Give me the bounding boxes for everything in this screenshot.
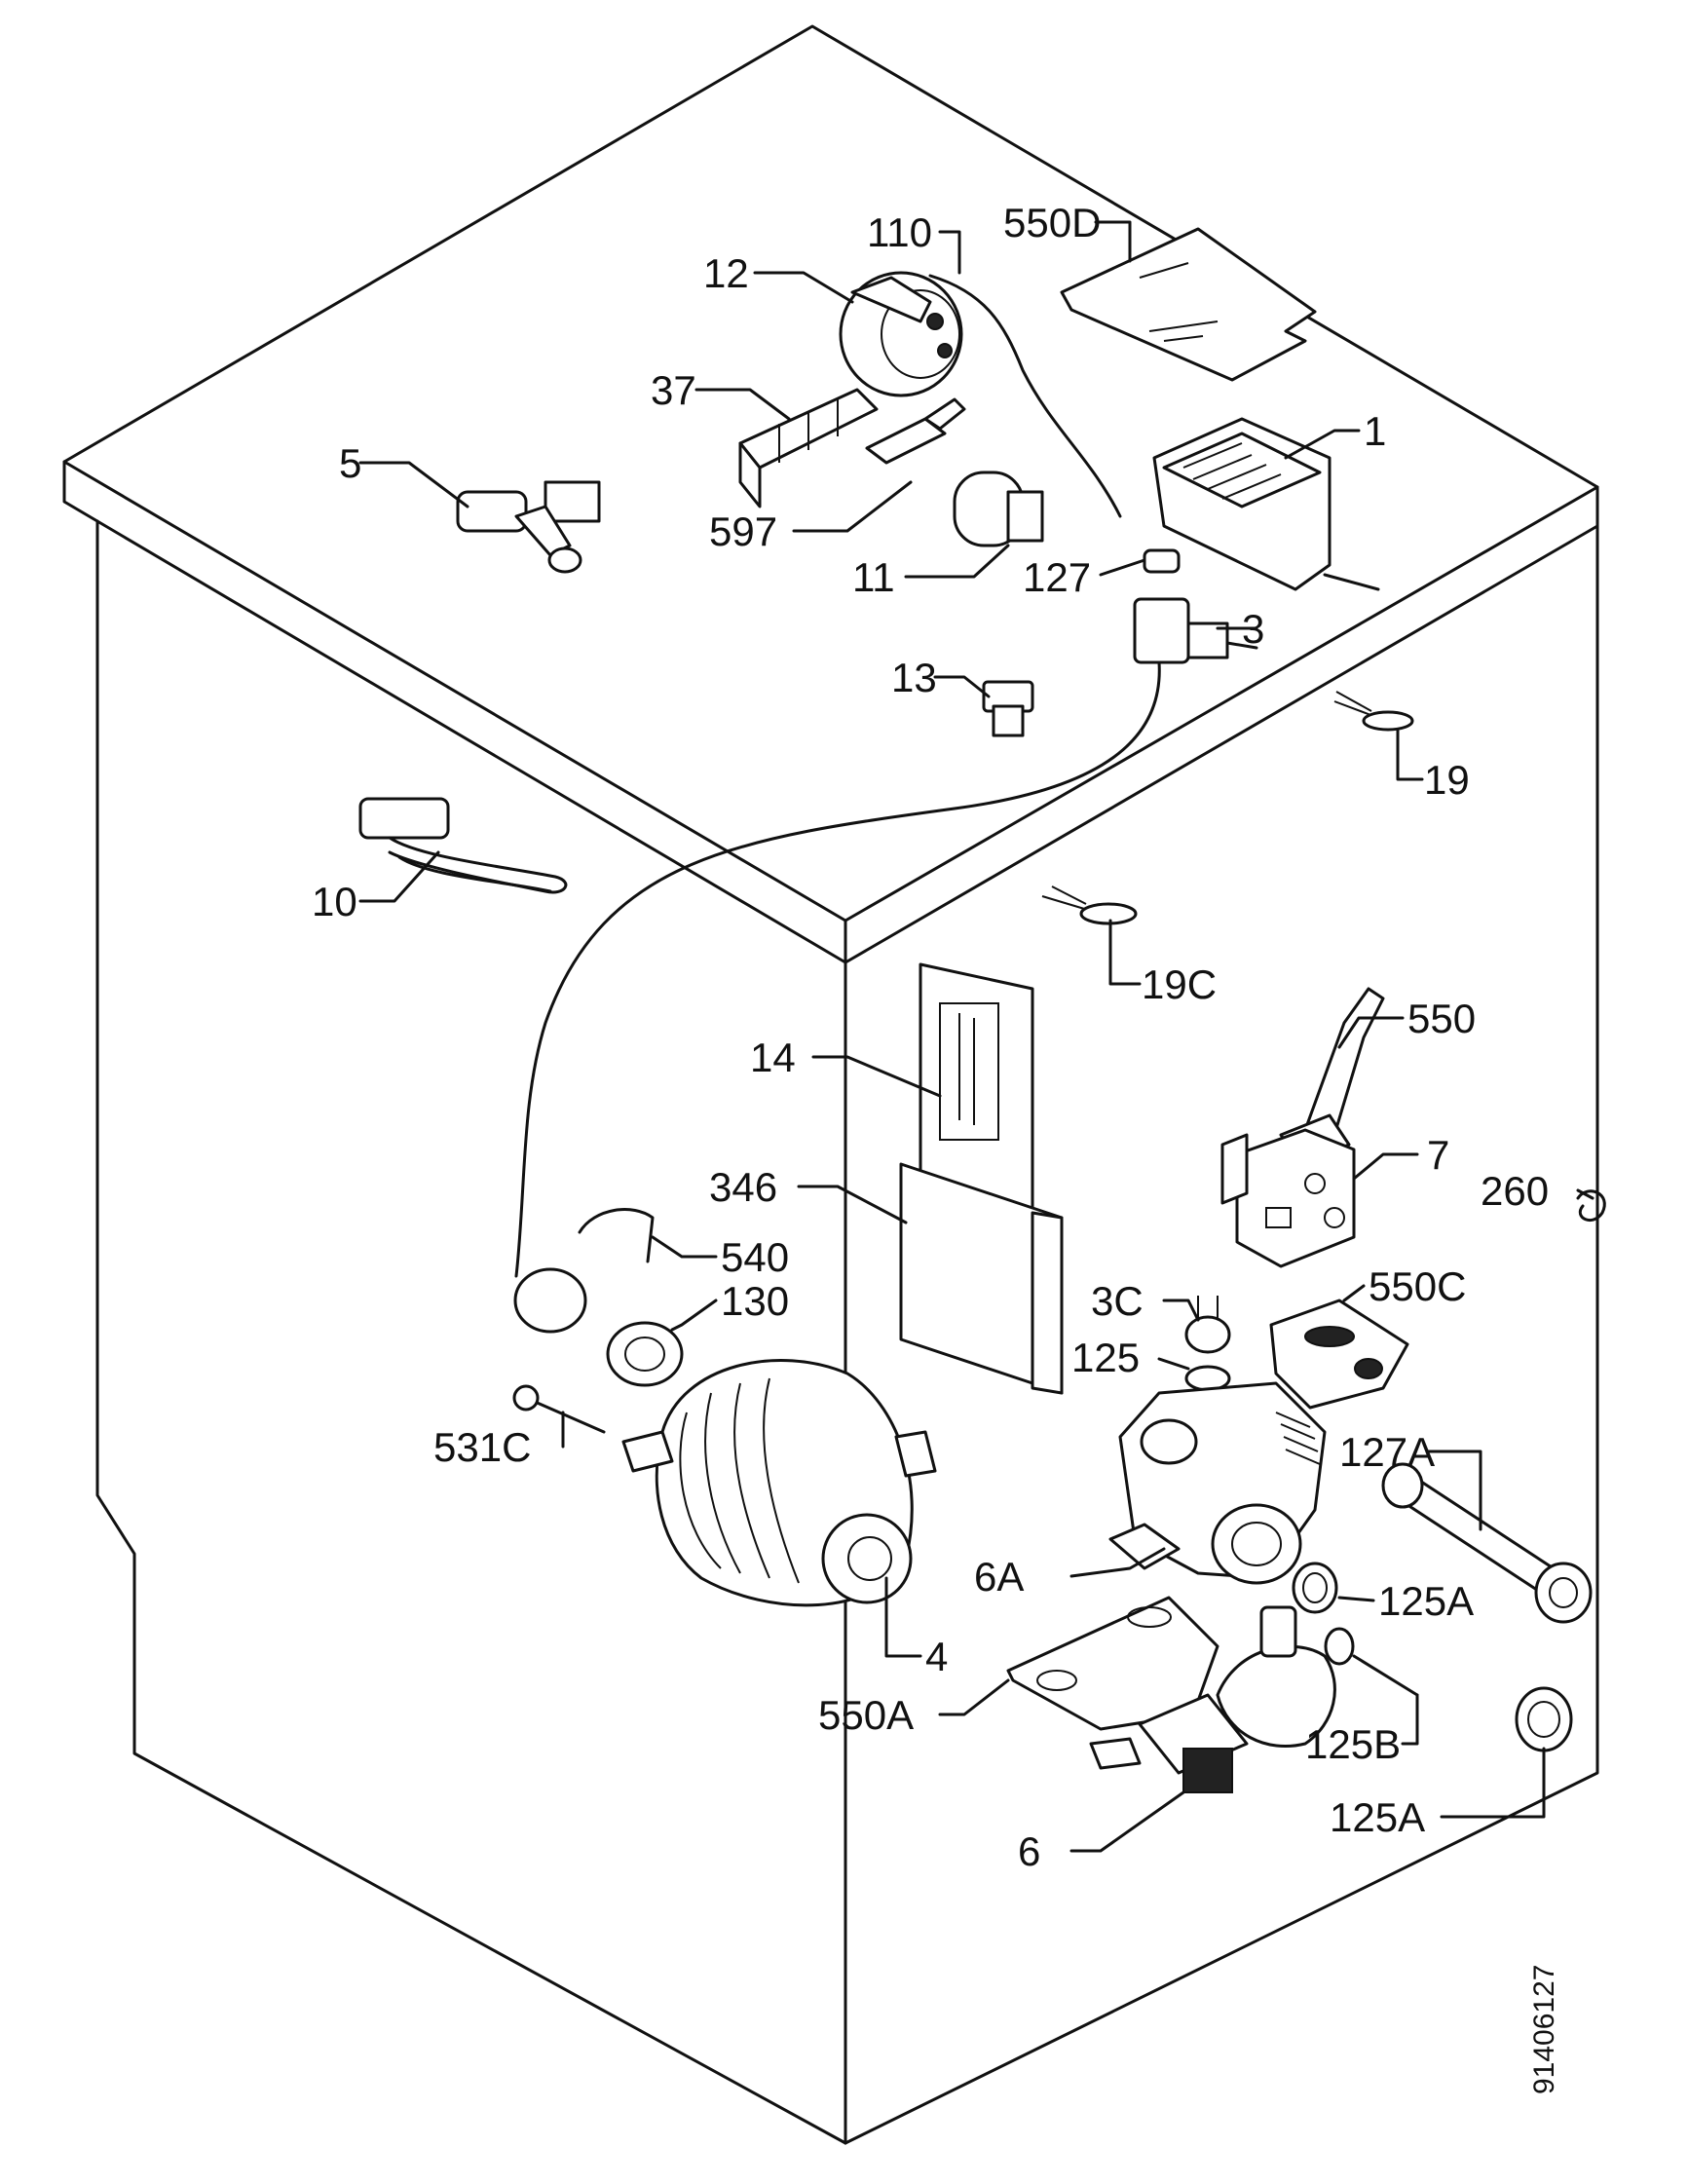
seal-130: [606, 1321, 684, 1387]
label-125a-upper: 125A: [1378, 1578, 1474, 1624]
clip-540: [578, 1208, 655, 1263]
cabinet-top-edge: [62, 460, 1599, 964]
label-14: 14: [750, 1035, 796, 1080]
pump-housing: [1108, 1381, 1327, 1585]
motor-4: [621, 1359, 937, 1607]
screw-531c: [512, 1384, 606, 1434]
label-6a: 6A: [974, 1554, 1024, 1600]
plug-127: [1143, 548, 1181, 574]
label-550c: 550C: [1369, 1263, 1466, 1309]
cover-550c: [1269, 1299, 1409, 1410]
label-4: 4: [925, 1634, 948, 1679]
label-12: 12: [703, 250, 749, 296]
drain-pump-6: [1089, 1605, 1336, 1793]
valve-5: [456, 480, 601, 574]
label-550a: 550A: [818, 1692, 914, 1738]
programmer-1: [1152, 417, 1380, 591]
label-260: 260: [1481, 1168, 1549, 1214]
label-125b: 125B: [1305, 1721, 1401, 1767]
pipe-127a: [1381, 1462, 1593, 1624]
label-10: 10: [312, 879, 357, 924]
label-346: 346: [709, 1164, 777, 1210]
switch-cable-3: [514, 660, 1161, 1278]
bracket-597: [865, 397, 966, 465]
door-lock-7: [1220, 1128, 1356, 1268]
sensor-19c: [1041, 885, 1138, 925]
thermostat-3c: [1184, 1296, 1231, 1354]
label-125a-lower: 125A: [1330, 1794, 1425, 1840]
label-550d: 550D: [1003, 200, 1101, 245]
hose-110: [928, 274, 1122, 518]
label-531c: 531C: [433, 1424, 531, 1470]
document-number: 91406127: [1528, 1965, 1560, 2094]
label-6: 6: [1018, 1828, 1040, 1874]
label-5: 5: [339, 440, 361, 486]
label-597: 597: [709, 508, 777, 554]
cabinet-right-side: [844, 524, 1599, 2145]
pressure-switch-12: [839, 271, 963, 397]
label-130: 130: [721, 1278, 789, 1324]
label-110: 110: [867, 209, 932, 255]
label-11: 11: [852, 554, 895, 600]
label-19: 19: [1424, 757, 1470, 803]
spring-260: [1576, 1189, 1606, 1223]
capacitor-11: [953, 471, 1044, 547]
label-125: 125: [1071, 1335, 1140, 1380]
ring-125b: [1324, 1627, 1355, 1666]
label-127: 127: [1023, 554, 1091, 600]
connector-13: [982, 680, 1034, 737]
leader-lines: [358, 220, 1594, 1853]
sensor-19: [1333, 691, 1414, 732]
label-13: 13: [891, 655, 937, 700]
label-3c: 3C: [1091, 1278, 1144, 1324]
label-1: 1: [1364, 408, 1386, 454]
label-7: 7: [1427, 1132, 1449, 1178]
label-37: 37: [651, 367, 696, 413]
cabinet-top-face: [62, 24, 1599, 923]
label-3: 3: [1242, 606, 1264, 652]
label-127a: 127A: [1339, 1429, 1435, 1475]
part-labels: 110 550D 12 37 5 1 597 11 127 3 13 19 10…: [312, 200, 1549, 1874]
label-550: 550: [1407, 996, 1476, 1041]
switch-3: [1133, 597, 1258, 664]
cabinet-left-side: [95, 519, 847, 2145]
label-540: 540: [721, 1234, 789, 1280]
cable-grommet: [513, 1267, 587, 1334]
terminal-block-37: [738, 388, 879, 508]
ring-125a-lower: [1515, 1686, 1573, 1752]
heating-element-10: [358, 797, 568, 894]
dispenser-housing-346: [899, 1162, 1064, 1395]
cover-plate-550d: [1060, 227, 1317, 382]
label-19c: 19C: [1142, 961, 1217, 1007]
ring-125a-upper: [1292, 1562, 1338, 1614]
